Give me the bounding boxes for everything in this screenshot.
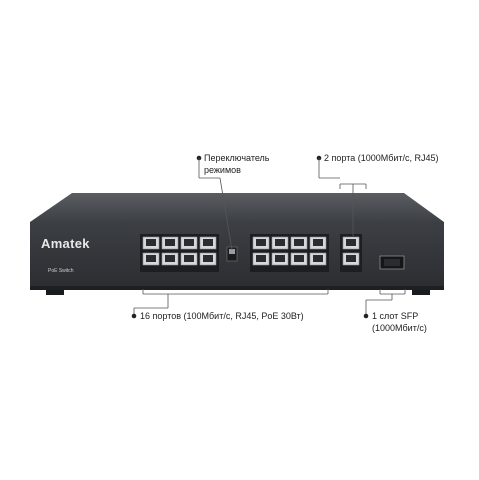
poe-block2-port-4-socket — [313, 239, 323, 246]
mode-switch-callout-line1: Переключатель — [204, 153, 270, 163]
sfp-slot-callout: 1 слот SFP (1000Мбит/с) — [372, 310, 427, 334]
poe-block2-port-5-socket — [256, 255, 266, 262]
poe-block1-port-5-socket — [146, 255, 156, 262]
poe-block2-port-3-socket — [294, 239, 304, 246]
mode-switch-callout: Переключатель режимов — [204, 152, 270, 176]
poe-block1-port-3-socket — [184, 239, 194, 246]
uplink-port-block — [340, 234, 362, 272]
poe-block1-port-7-socket — [184, 255, 194, 262]
uplink-ports-callout: 2 порта (1000Мбит/с, RJ45) — [324, 153, 439, 163]
sfp-slot-callout-line2: (1000Мбит/с) — [372, 323, 427, 333]
chassis-top — [30, 193, 444, 222]
poe-block2-port-1-socket — [256, 239, 266, 246]
poe-block1-port-4-socket — [203, 239, 213, 246]
poe-block1-port-8-socket — [203, 255, 213, 262]
poe-block2-port-6-socket — [275, 255, 285, 262]
uplink-port-2-socket — [346, 255, 356, 262]
poe-block1-port-1-socket — [146, 239, 156, 246]
poe-port-block-1 — [140, 234, 219, 272]
poe-block2-port-8-socket — [313, 255, 323, 262]
brand-logo: Amatek — [41, 236, 90, 251]
uplink-port-1-socket — [346, 239, 356, 246]
poe-port-block-2 — [250, 234, 329, 272]
model-label: PoE Switch — [48, 268, 74, 274]
poe-block2-port-2-socket — [275, 239, 285, 246]
poe-block1-port-2-socket — [165, 239, 175, 246]
poe-block1-port-6-socket — [165, 255, 175, 262]
sfp-slot-callout-line1: 1 слот SFP — [372, 311, 419, 321]
poe-block2-port-7-socket — [294, 255, 304, 262]
poe-ports-callout: 16 портов (100Мбит/с, RJ45, PoE 30Вт) — [140, 311, 304, 321]
mode-switch-callout-line2: режимов — [204, 165, 241, 175]
